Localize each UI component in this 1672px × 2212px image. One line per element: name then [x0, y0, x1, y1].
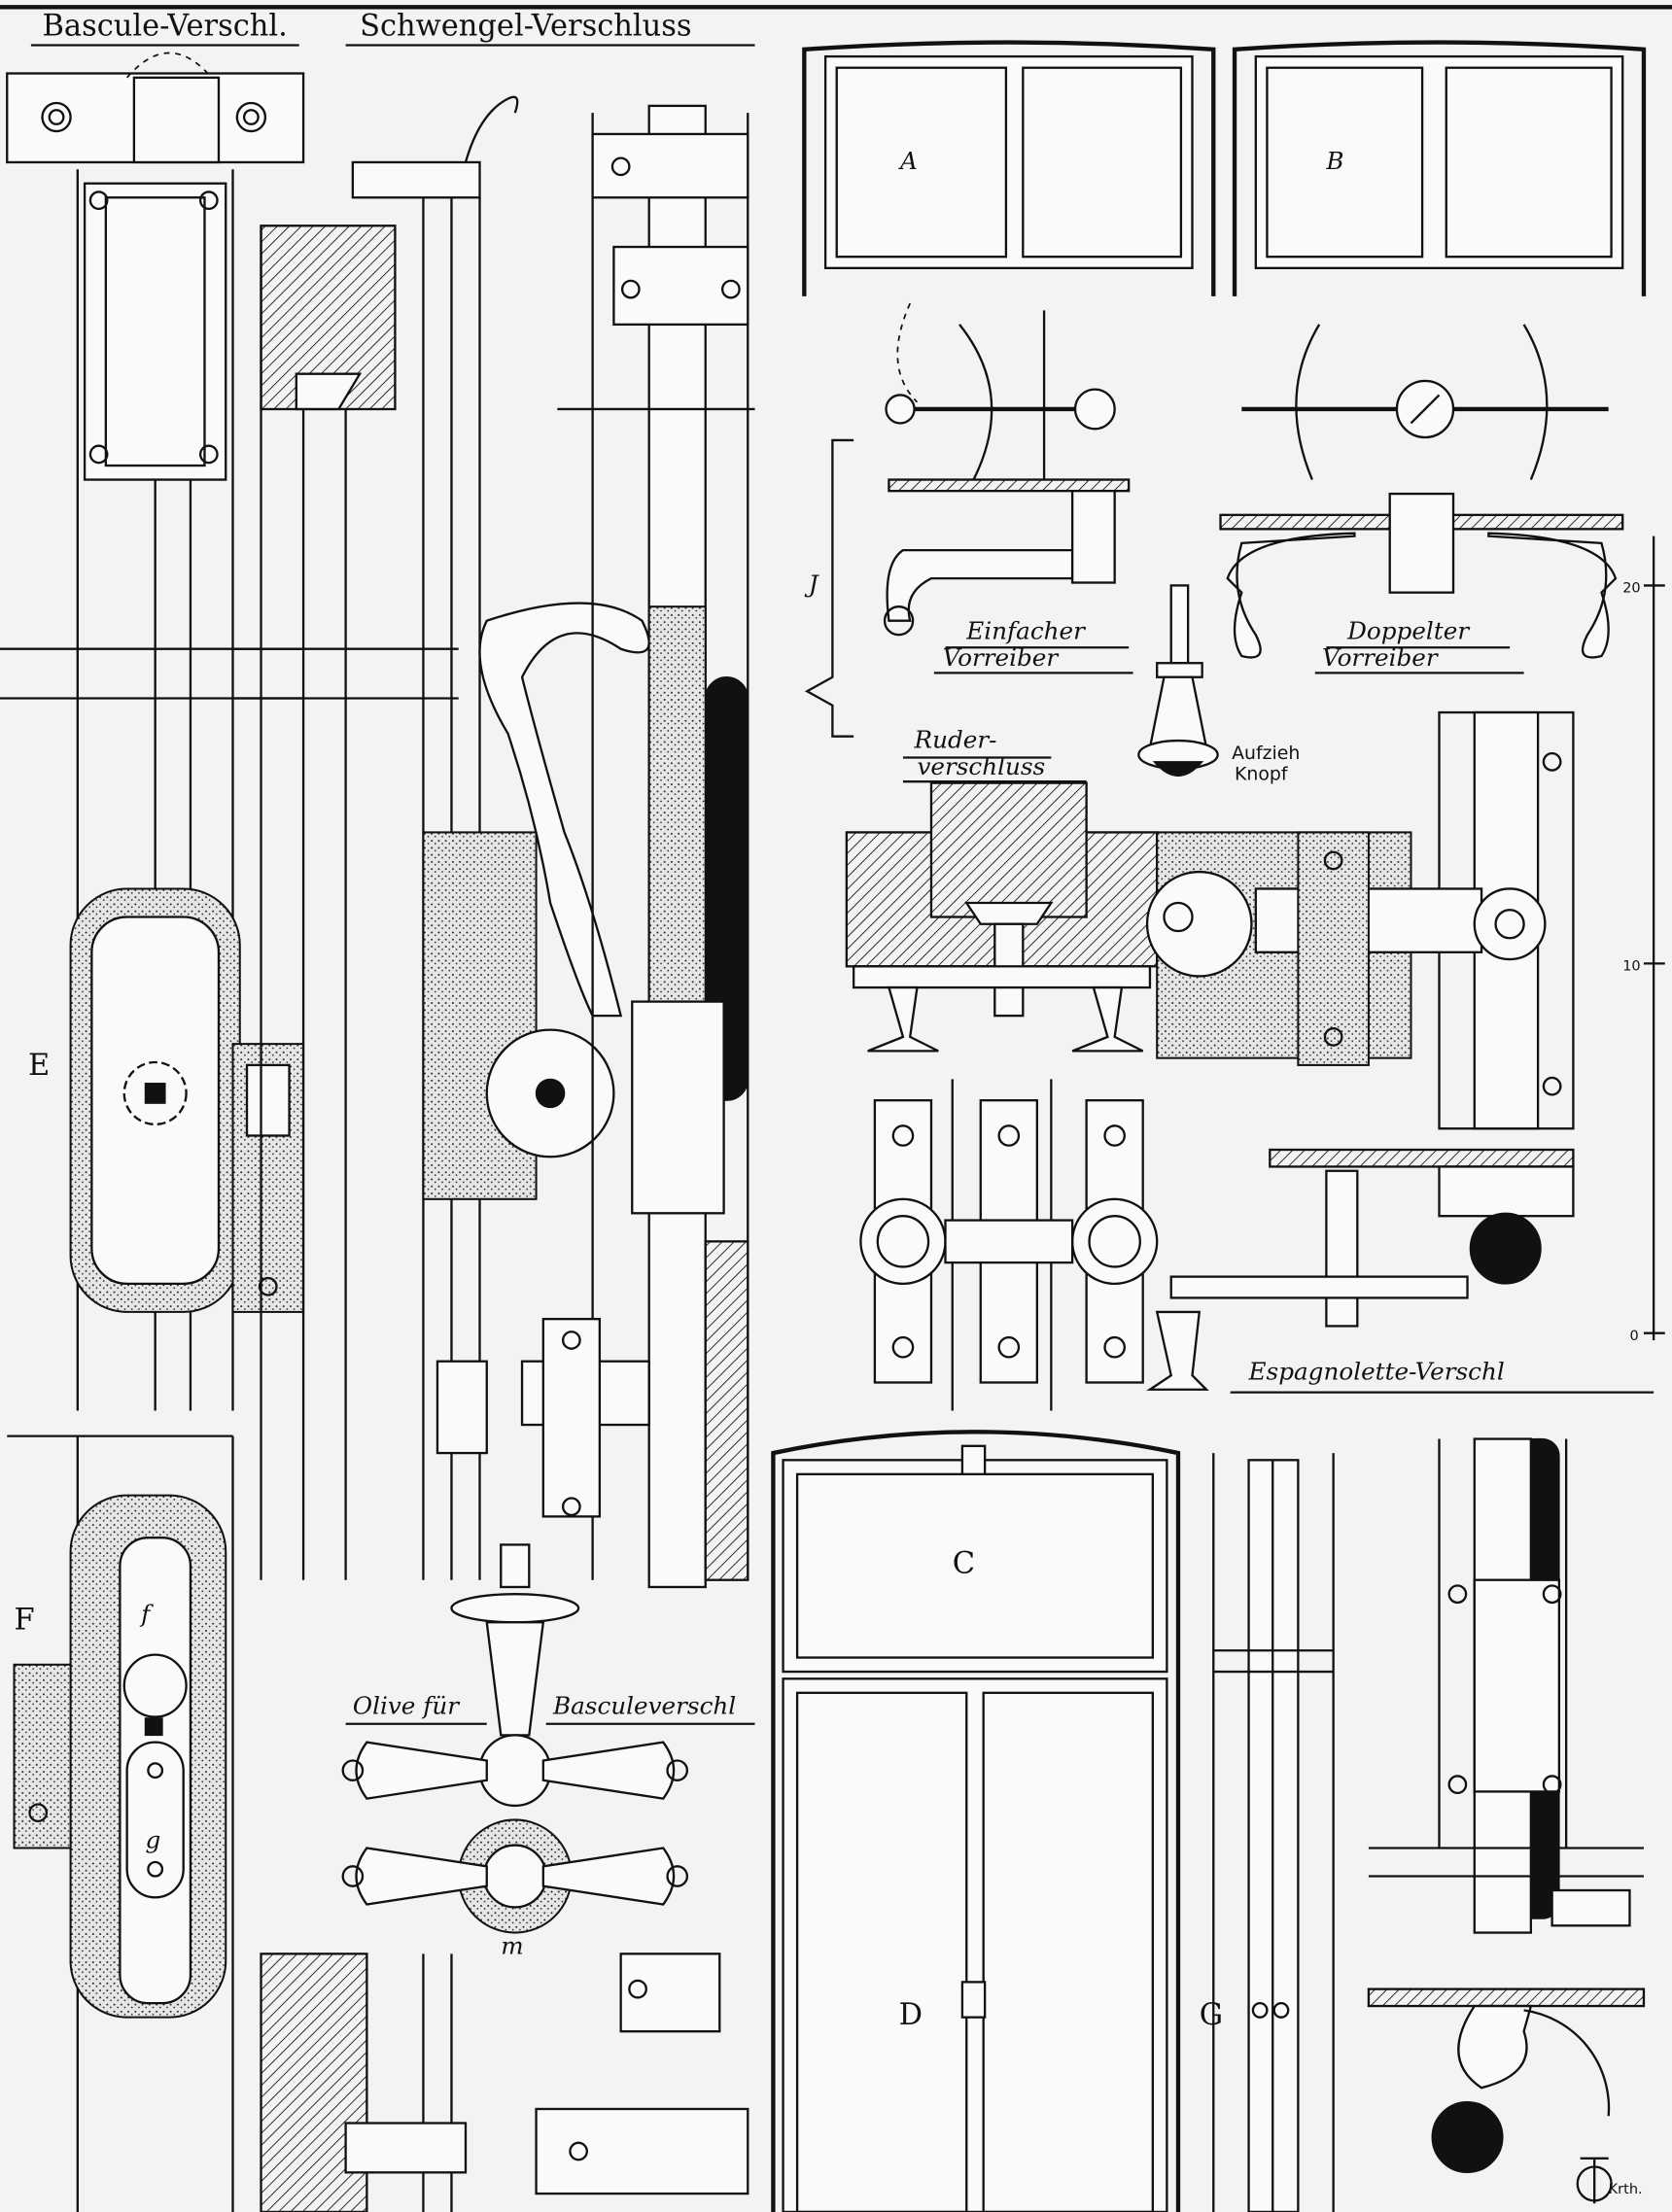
svg-text:Knopf: Knopf	[1235, 764, 1288, 785]
aufzieh-knopf-label: Aufzieh Knopf	[1232, 743, 1300, 785]
figure-label-E: E	[28, 1049, 50, 1083]
bracket-J: J	[804, 438, 854, 738]
svg-text:Bascule-Verschl.: Bascule-Verschl.	[43, 9, 288, 43]
window-A-drawing: A	[802, 40, 1216, 296]
einfacher-vorreiber-title: Einfacher Vorreiber	[933, 617, 1133, 674]
svg-text:verschluss: verschluss	[917, 752, 1045, 780]
olive-title: Olive für Basculeverschl	[345, 1692, 755, 1725]
scale-tick-10: 10	[1622, 959, 1640, 975]
espagnolette-drawing	[1145, 710, 1575, 1391]
figure-label-g: g	[146, 1825, 161, 1853]
scale-tick-0: 0	[1629, 1329, 1638, 1344]
svg-text:Doppelter: Doppelter	[1346, 617, 1470, 645]
svg-text:Vorreiber: Vorreiber	[943, 643, 1060, 672]
svg-text:Olive für: Olive für	[353, 1692, 460, 1720]
figure-label-m: m	[501, 1931, 523, 1959]
figure-label-J: J	[804, 570, 820, 599]
artist-signature: Krth.	[1576, 2157, 1643, 2204]
window-section-G-drawing: G	[1200, 1453, 1335, 2212]
figure-label-D: D	[899, 1998, 923, 2032]
bascule-lock-drawing: E	[0, 52, 305, 1411]
svg-text:Basculeverschl: Basculeverschl	[552, 1692, 736, 1720]
svg-text:Vorreiber: Vorreiber	[1322, 643, 1439, 672]
olive-handle-drawing: m	[341, 1543, 689, 1959]
svg-text:Ruder-: Ruder-	[914, 725, 997, 753]
figure-label-C: C	[953, 1546, 975, 1580]
svg-text:Espagnolette-Verschl: Espagnolette-Verschl	[1248, 1358, 1505, 1386]
svg-text:Krth.: Krth.	[1609, 2182, 1643, 2197]
doppelter-vorreiber-drawing	[1219, 324, 1624, 659]
bascule-title: Bascule-Verschl.	[30, 9, 299, 47]
figure-label-F: F	[15, 1603, 35, 1637]
figure-label-B: B	[1325, 147, 1343, 175]
ruder-verschluss-title: Ruder- verschluss	[902, 725, 1087, 783]
schwengel-lock-drawing	[232, 95, 755, 1589]
figure-label-G: G	[1200, 1998, 1223, 2032]
scale-tick-20: 20	[1622, 581, 1640, 597]
measurement-scale: 20 10 0	[1622, 536, 1665, 1344]
svg-text:Aufzieh: Aufzieh	[1232, 743, 1300, 764]
window-B-drawing: B	[1232, 40, 1647, 296]
ruder-verschluss-drawing	[845, 781, 1159, 1053]
window-CD-drawing: C D	[771, 1430, 1181, 2212]
schwengel-bottom-details	[260, 1953, 749, 2212]
einfacher-vorreiber-drawing	[883, 302, 1131, 637]
doppelter-vorreiber-title: Doppelter Vorreiber	[1314, 617, 1524, 674]
espagnolette-bottom-detail	[1367, 1437, 1646, 2174]
knob-plate-detail	[859, 1079, 1159, 1411]
schwengel-title: Schwengel-Verschluss	[345, 9, 755, 47]
bascule-section-F-drawing: F f g	[7, 1434, 234, 2212]
espagnolette-title: Espagnolette-Verschl	[1230, 1358, 1655, 1394]
svg-text:Schwengel-Verschluss: Schwengel-Verschluss	[360, 9, 691, 43]
aufzieh-knopf-drawing	[1137, 584, 1219, 777]
figure-label-A: A	[898, 147, 918, 175]
svg-text:Einfacher: Einfacher	[965, 617, 1086, 645]
